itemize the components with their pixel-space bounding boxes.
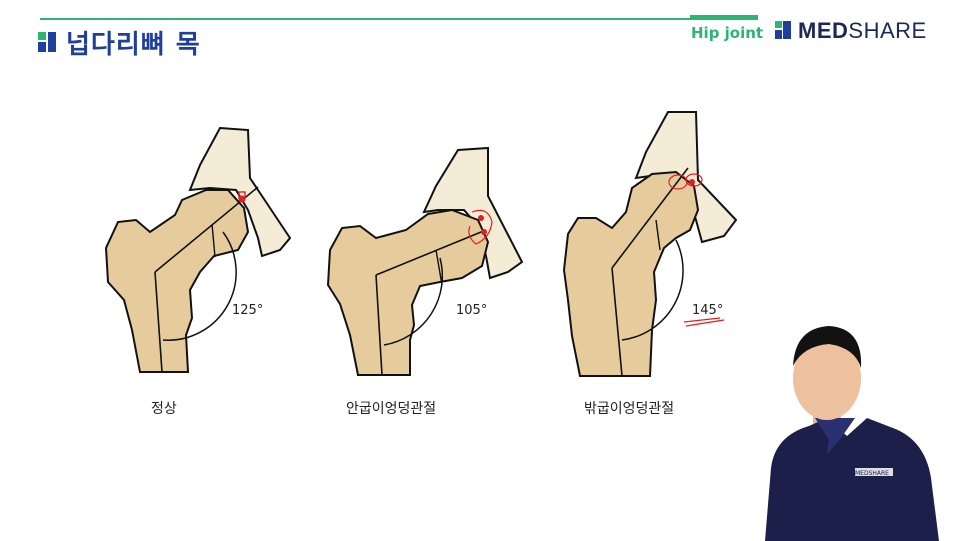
caption-normal: 정상 xyxy=(151,401,177,417)
diagram-varus xyxy=(326,146,524,376)
caption-varus: 안굽이엉덩관절 xyxy=(346,401,437,417)
presenter-image: MEDSHARE xyxy=(765,326,939,541)
femur-shape xyxy=(562,170,700,377)
brand-logo: MEDSHARE xyxy=(775,18,927,44)
pelvis-shape xyxy=(422,146,524,280)
femur-shape xyxy=(326,208,490,376)
angle-label-normal: 125° xyxy=(232,303,263,318)
pelvis-shape xyxy=(634,111,738,244)
angle-label-valgus: 145° xyxy=(692,303,723,318)
diagram-normal xyxy=(104,126,292,373)
brand-light: SHARE xyxy=(848,18,927,43)
brand-bold: MED xyxy=(798,18,849,43)
caption-valgus: 밖굽이엉덩관절 xyxy=(584,401,675,417)
femur-shape xyxy=(104,189,250,373)
brand-mark-icon xyxy=(775,21,793,41)
header-rule-accent xyxy=(690,15,758,20)
header-rule xyxy=(40,18,758,20)
diagram-valgus xyxy=(562,111,738,377)
angle-label-varus: 105° xyxy=(456,303,487,318)
title-logo-icon xyxy=(38,31,60,54)
presenter-shirt-logo: MEDSHARE xyxy=(855,470,889,477)
section-label: Hip joint xyxy=(691,24,764,42)
page-title-group: 넙다리뼈 목 xyxy=(38,24,201,61)
page-title: 넙다리뼈 목 xyxy=(66,30,201,60)
